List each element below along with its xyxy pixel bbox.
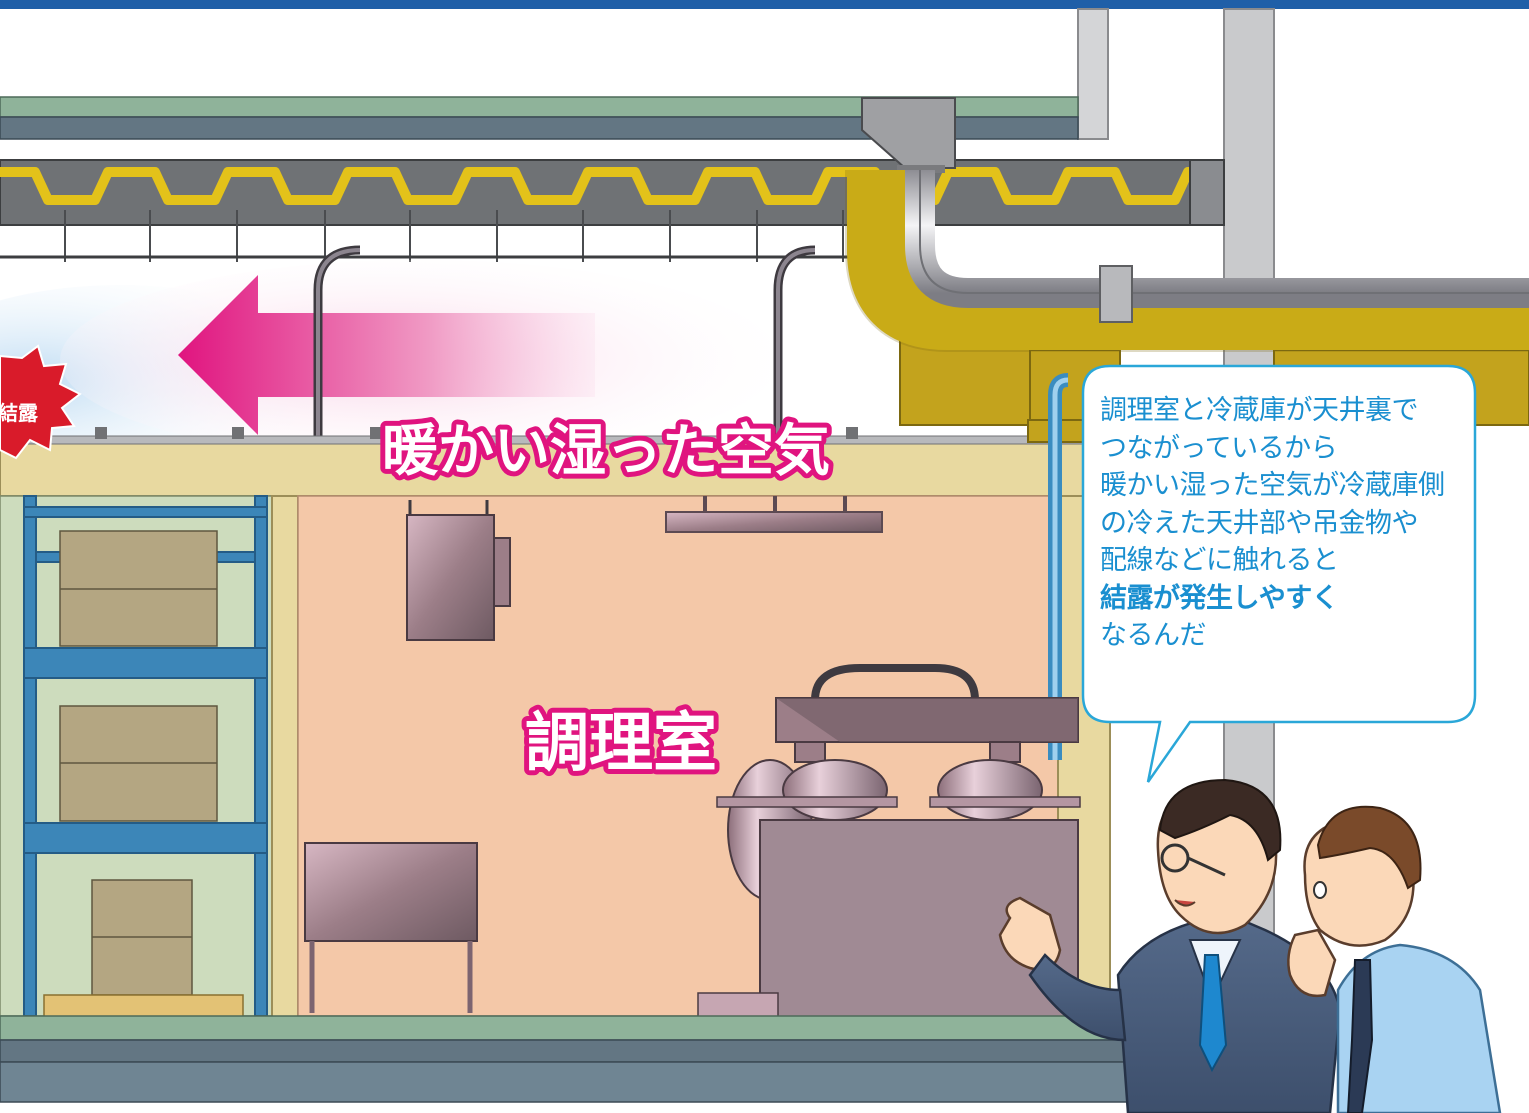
warm-air-label: 暖かい湿った空気 bbox=[382, 419, 830, 484]
left-arrow-icon bbox=[178, 275, 595, 435]
bubble-line: つながっているから bbox=[1100, 432, 1338, 464]
colleague-figure bbox=[1287, 805, 1502, 1113]
bubble-line: 配線などに触れると bbox=[1100, 545, 1339, 576]
top-bar bbox=[0, 0, 1529, 9]
bubble-closing: なるんだ bbox=[1100, 620, 1207, 651]
speech-bubble-text: 調理室と冷蔵庫が天井裏で つながっているから 暖かい湿った空気が冷蔵庫側 の冷え… bbox=[1100, 392, 1470, 655]
speech-bubble bbox=[1081, 364, 1477, 783]
ceiling-panel bbox=[0, 439, 1111, 497]
bubble-line: 調理室と冷蔵庫が天井裏で bbox=[1100, 395, 1419, 426]
condensation-badge-label: 結露 bbox=[0, 401, 39, 425]
businessman-figure bbox=[998, 778, 1342, 1113]
bubble-line: 暖かい湿った空気が冷蔵庫側 bbox=[1100, 470, 1445, 501]
starburst-icon bbox=[0, 344, 82, 460]
bubble-line: の冷えた天井部や吊金物や bbox=[1100, 507, 1419, 539]
bubble-emphasis: 結露が発生しやすく bbox=[1100, 582, 1339, 614]
kitchen-label: 調理室 bbox=[525, 707, 717, 781]
